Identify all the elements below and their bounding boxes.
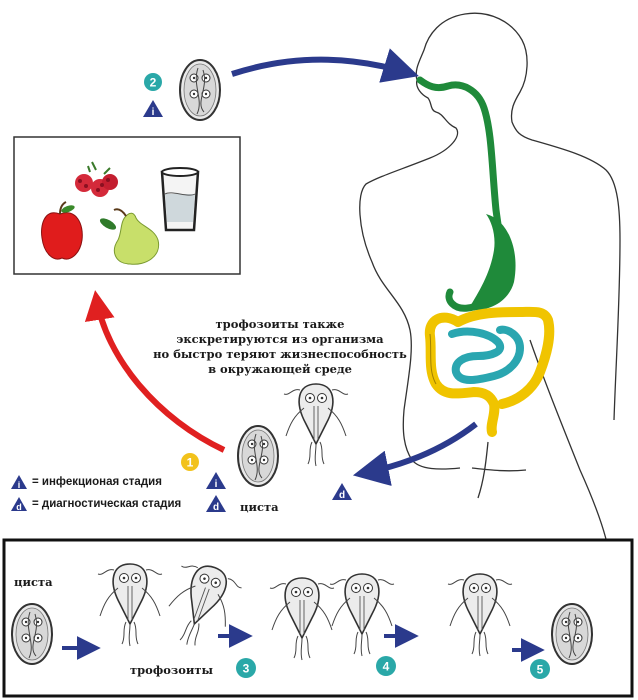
trophozoite-icon [283,383,349,467]
cyst-label-bottom: циста [14,575,53,589]
legend-diagnostic-text: = диагностическая стадия [32,498,182,510]
note-line: но быстро теряют жизнеспособность [153,347,407,361]
cyst-icon [11,603,53,665]
step-4-number: 4 [383,660,390,674]
raspberry-icon [75,161,118,197]
legend-infective: i = инфекционая стадия [10,474,162,490]
svg-text:d: d [16,502,22,512]
water-glass-icon [160,167,200,232]
note-line: в окружающей среде [208,362,352,376]
infective-stage-letter: i [215,479,218,490]
cyst-label: циста [240,500,279,514]
svg-text:i: i [18,480,21,490]
legend-infective-text: = инфекционая стадия [32,476,162,488]
note-line: трофозоиты также [215,317,345,331]
excystation-cycle-box [2,538,634,698]
infective-stage-triangle [143,100,163,117]
legend-diagnostic-triangle: d [11,497,27,512]
step-2-number: 2 [150,76,157,90]
step-5-number: 5 [537,663,544,677]
diagnostic-stage-letter: d [213,502,219,513]
legend-infective-triangle: i [11,475,27,490]
trophozoite-excretion-note: трофозоиты также экскретируются из орган… [150,317,410,377]
pear-icon [99,208,160,265]
apple-icon [41,201,83,260]
cyst-icon [179,59,221,121]
step-2-badge [144,73,162,91]
infective-stage-triangle [206,472,226,489]
arrow-environment-to-food [84,290,226,453]
cyst-icon [551,603,593,665]
infective-stage-letter: i [152,107,155,118]
step-1-number: 1 [187,456,194,470]
step-3-number: 3 [243,662,250,676]
step-3-badge [236,658,256,678]
step-5-badge [530,659,550,679]
diagnostic-stage-triangle [332,483,352,500]
legend-diagnostic: d = диагностическая стадия [10,496,181,512]
diagnostic-stage-letter: d [339,490,345,501]
step-4-badge [376,656,396,676]
step-1-badge [181,453,199,471]
note-line: экскретируются из организма [176,332,384,346]
cyst-icon [237,425,279,487]
diagnostic-stage-triangle [206,495,226,512]
trophozoites-label-bottom: трофозоиты [130,663,214,677]
digestive-tract [416,76,555,437]
arrow-gut-to-excretion [352,421,478,486]
arrow-cyst-to-mouth [231,48,419,83]
